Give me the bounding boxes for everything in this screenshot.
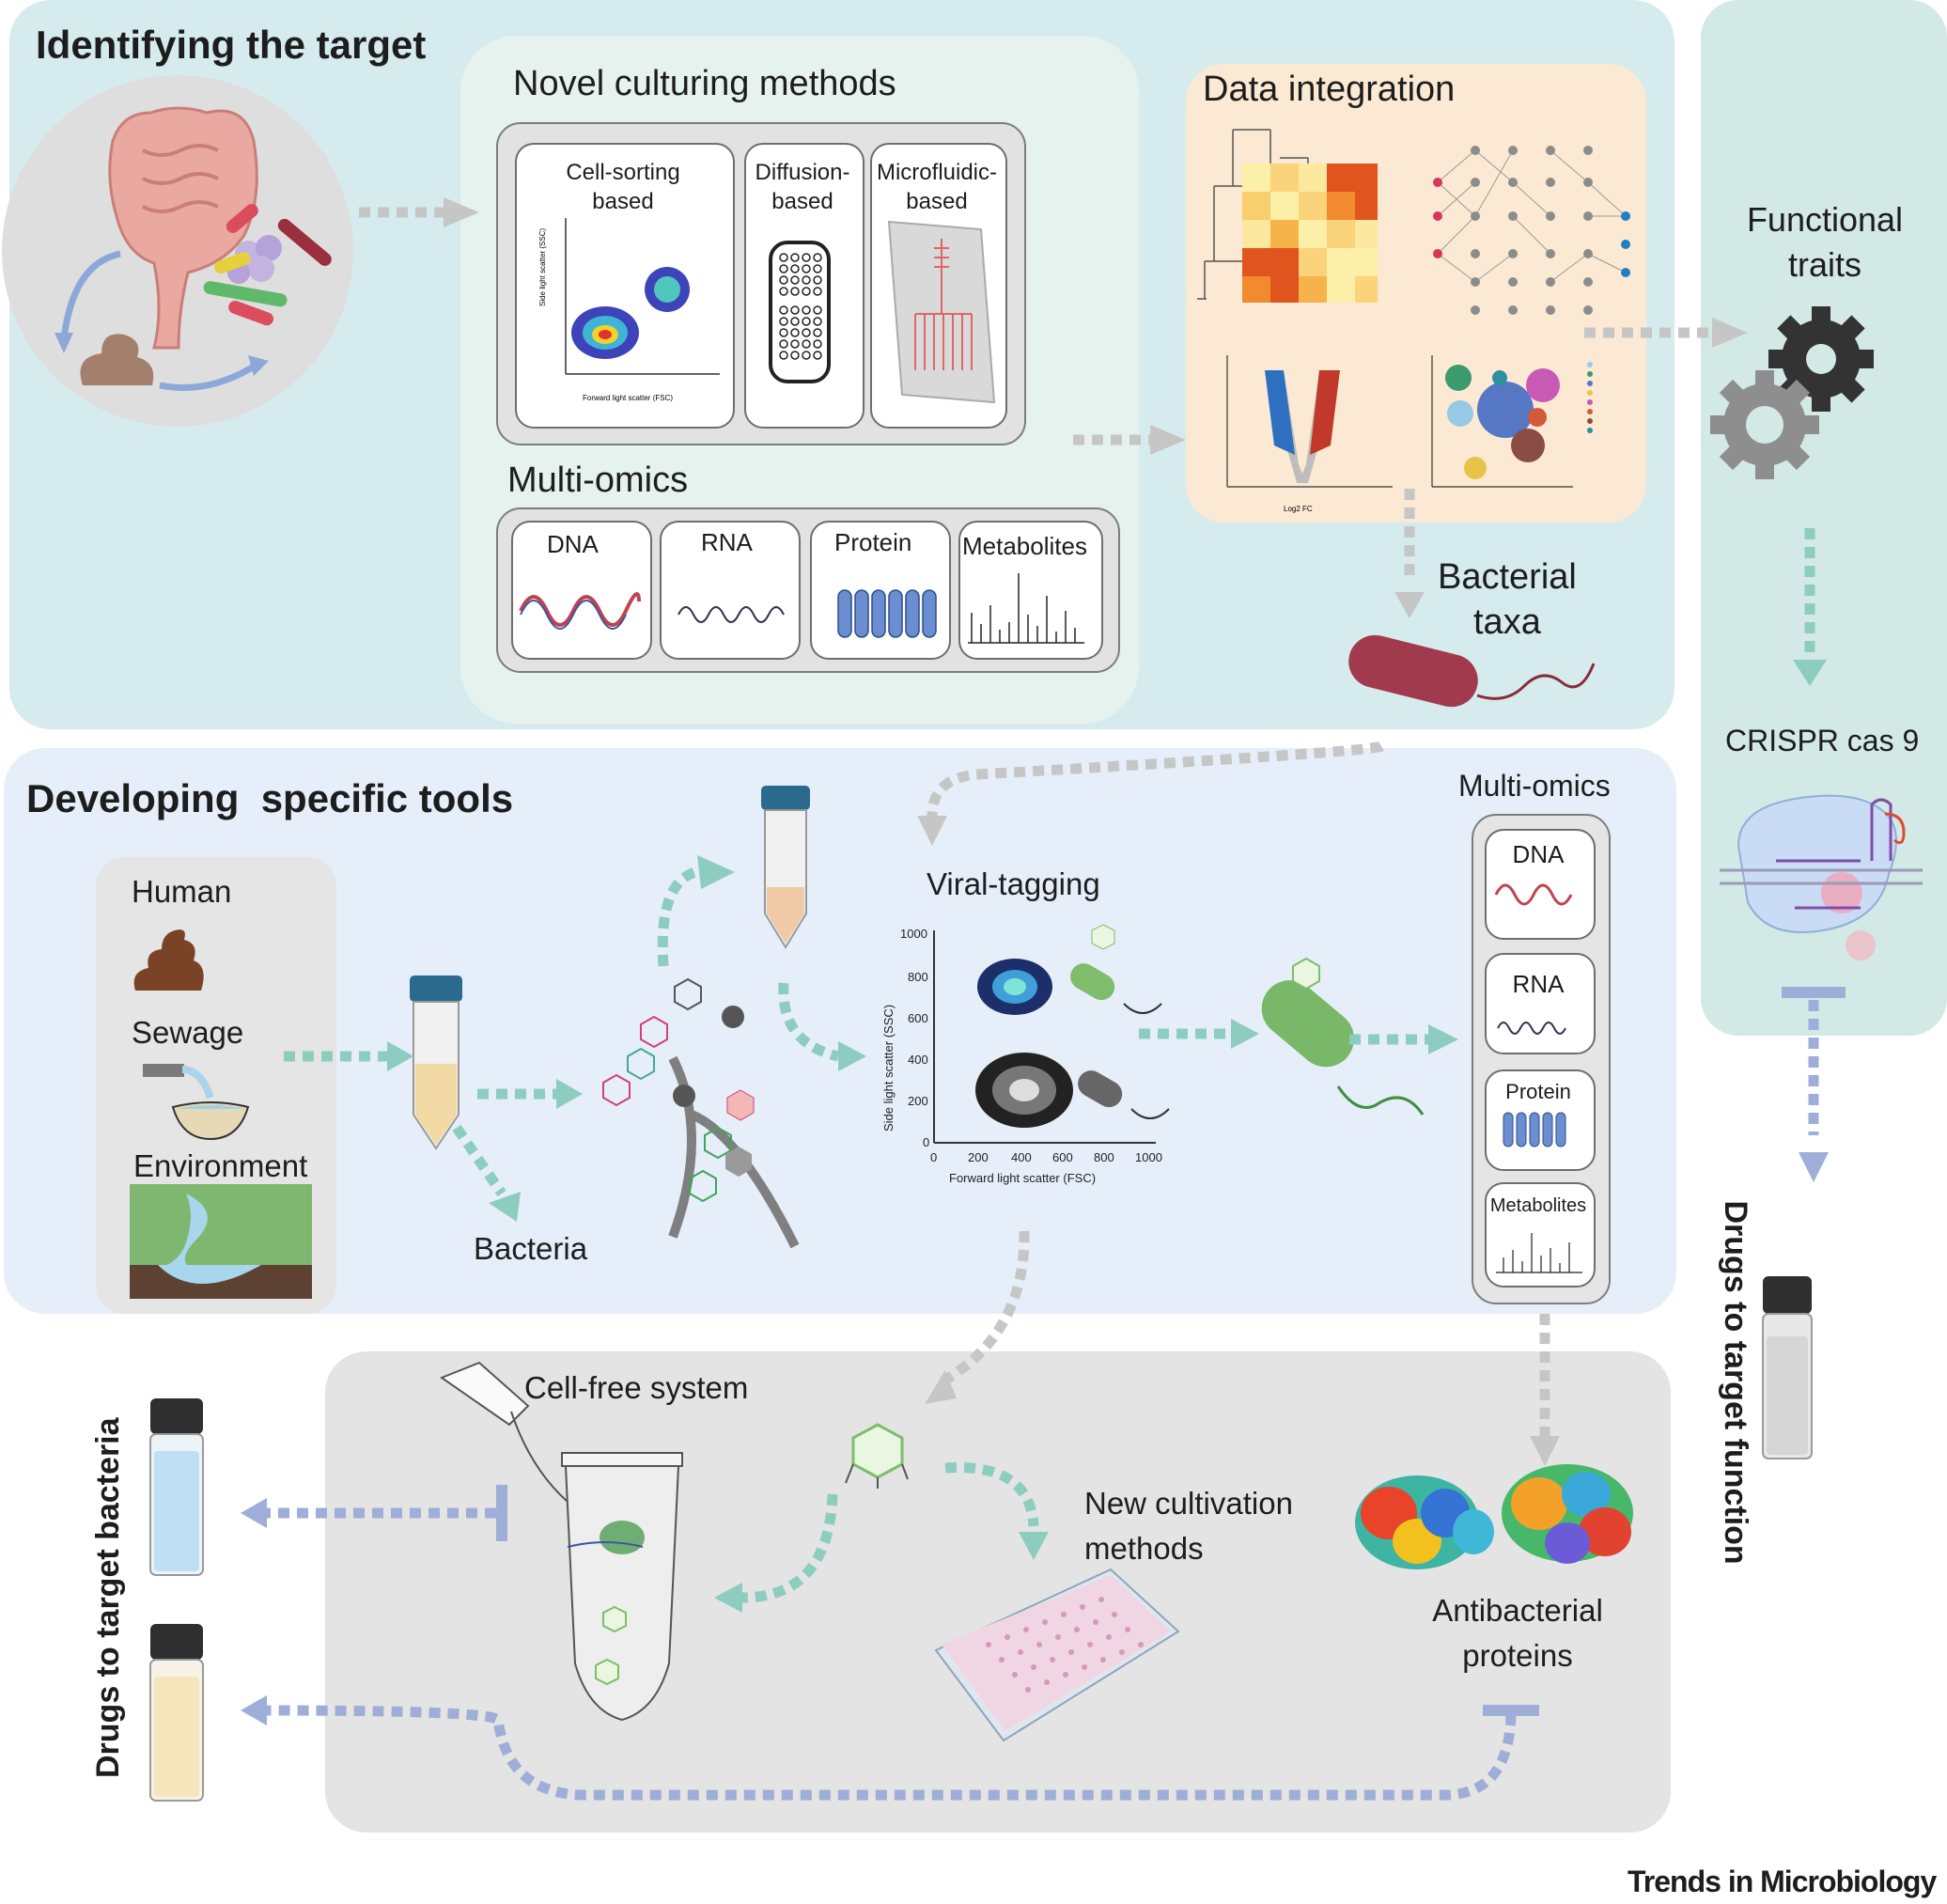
falcon-tube bbox=[410, 975, 462, 1150]
tsne-plot bbox=[1431, 355, 1593, 488]
gear-icon bbox=[1710, 306, 1874, 479]
viral-tagging-plot: 1000 800 600 400 200 0 0 200 400 600 800 1000 Forw… bbox=[881, 924, 1170, 1185]
label-microfluidic: Microfluidic- based bbox=[876, 160, 997, 214]
source-human-label: Human bbox=[132, 874, 232, 909]
multiomics-top-title: Multi-omics bbox=[507, 460, 689, 500]
vial-bacteria-blue bbox=[149, 1398, 204, 1576]
sewage-icon bbox=[143, 1064, 250, 1141]
svg-text:Side light scatter (SSC): Side light scatter (SSC) bbox=[538, 228, 547, 306]
omics-top-metabolites-label: Metabolites bbox=[962, 532, 1087, 560]
omics-mid-metabolites-label: Metabolites bbox=[1489, 1195, 1587, 1216]
svg-text:400: 400 bbox=[908, 1053, 928, 1067]
cell-free-label: Cell-free system bbox=[524, 1370, 749, 1405]
neural-network bbox=[1433, 146, 1630, 315]
new-cultivation-label: New cultivation methods bbox=[1084, 1486, 1293, 1566]
bacterium-taxa bbox=[1348, 634, 1596, 708]
omics-top-rna-label: RNA bbox=[701, 528, 753, 556]
omics-top-icons bbox=[519, 573, 1084, 644]
antibacterial-label: Antibacterial proteins bbox=[1432, 1593, 1603, 1673]
svg-text:200: 200 bbox=[908, 1094, 928, 1108]
data-integration-title: Data integration bbox=[1203, 70, 1456, 109]
stool-icon bbox=[133, 929, 204, 991]
panel-cell-free bbox=[325, 1351, 1671, 1833]
omics-mid-rna-label: RNA bbox=[1512, 970, 1565, 998]
vial-function bbox=[1762, 1276, 1813, 1459]
omics-top-rna bbox=[660, 521, 801, 660]
svg-text:1000: 1000 bbox=[1135, 1150, 1162, 1164]
microfluidic-chip bbox=[887, 220, 996, 404]
diffusion-chamber bbox=[769, 241, 831, 383]
svg-text:0: 0 bbox=[923, 1135, 929, 1149]
omics-mid-rna bbox=[1485, 953, 1596, 1054]
bacterial-taxa-label: Bacterial taxa bbox=[1438, 557, 1577, 642]
svg-text:Log2 FC: Log2 FC bbox=[1284, 505, 1313, 513]
small-tube bbox=[761, 786, 810, 949]
culturing-title: Novel culturing methods bbox=[513, 64, 896, 103]
crispr-complex bbox=[1720, 794, 1923, 960]
svg-text:1000: 1000 bbox=[900, 927, 927, 941]
label-cell-sorting: Cell-sorting based bbox=[566, 160, 680, 214]
omics-mid-icons bbox=[1494, 883, 1582, 1273]
svg-text:600: 600 bbox=[908, 1011, 928, 1025]
omics-top-protein-label: Protein bbox=[834, 528, 912, 556]
volcano-plot: Log2 FC bbox=[1226, 355, 1393, 513]
section-title-identifying: Identifying the target bbox=[36, 23, 427, 67]
omics-top-metabolites bbox=[958, 521, 1103, 660]
svg-text:400: 400 bbox=[1011, 1150, 1032, 1164]
phage-cluster bbox=[602, 977, 800, 1249]
gut-illustration bbox=[55, 106, 332, 391]
vial-bacteria-yellow bbox=[149, 1624, 204, 1802]
label-diffusion: Diffusion- based bbox=[755, 160, 850, 214]
protein-structures bbox=[1355, 1464, 1633, 1569]
omics-top-dna-label: DNA bbox=[547, 530, 599, 558]
functional-traits-label: Functional traits bbox=[1746, 200, 1904, 284]
section-title-developing: Developing specific tools bbox=[26, 776, 514, 820]
bacteria-label: Bacteria bbox=[474, 1231, 588, 1266]
source-sewage-label: Sewage bbox=[132, 1015, 244, 1050]
well-plate bbox=[934, 1568, 1180, 1742]
source-environment-label: Environment bbox=[133, 1148, 308, 1183]
tagged-bacterium bbox=[1261, 957, 1425, 1116]
mini-flow-plot: Side light scatter (SSC) Forward light s… bbox=[538, 218, 720, 402]
viral-tagging-label: Viral-tagging bbox=[927, 866, 1100, 901]
svg-text:Forward light scatter (FSC): Forward light scatter (FSC) bbox=[583, 394, 673, 402]
svg-text:Side light scatter (SSC): Side light scatter (SSC) bbox=[881, 1005, 896, 1131]
eppendorf-tube bbox=[439, 1361, 683, 1722]
svg-text:200: 200 bbox=[968, 1150, 989, 1164]
omics-mid-dna-label: DNA bbox=[1512, 840, 1565, 868]
svg-text:Forward light scatter (FSC): Forward light scatter (FSC) bbox=[949, 1171, 1096, 1185]
journal-credit: Trends in Microbiology bbox=[1628, 1865, 1937, 1898]
crispr-label: CRISPR cas 9 bbox=[1725, 724, 1920, 757]
omics-mid-protein-label: Protein bbox=[1505, 1080, 1571, 1103]
svg-text:800: 800 bbox=[1094, 1150, 1114, 1164]
omics-top-dna bbox=[511, 521, 652, 660]
environment-icon bbox=[130, 1184, 312, 1299]
svg-text:600: 600 bbox=[1052, 1150, 1073, 1164]
card-cell-sorting bbox=[515, 143, 735, 429]
svg-text:800: 800 bbox=[908, 970, 928, 984]
heatmap bbox=[1197, 129, 1378, 303]
phage-bottom bbox=[845, 1423, 909, 1489]
multiomics-mid-title: Multi-omics bbox=[1458, 769, 1611, 803]
svg-text:0: 0 bbox=[930, 1150, 937, 1164]
